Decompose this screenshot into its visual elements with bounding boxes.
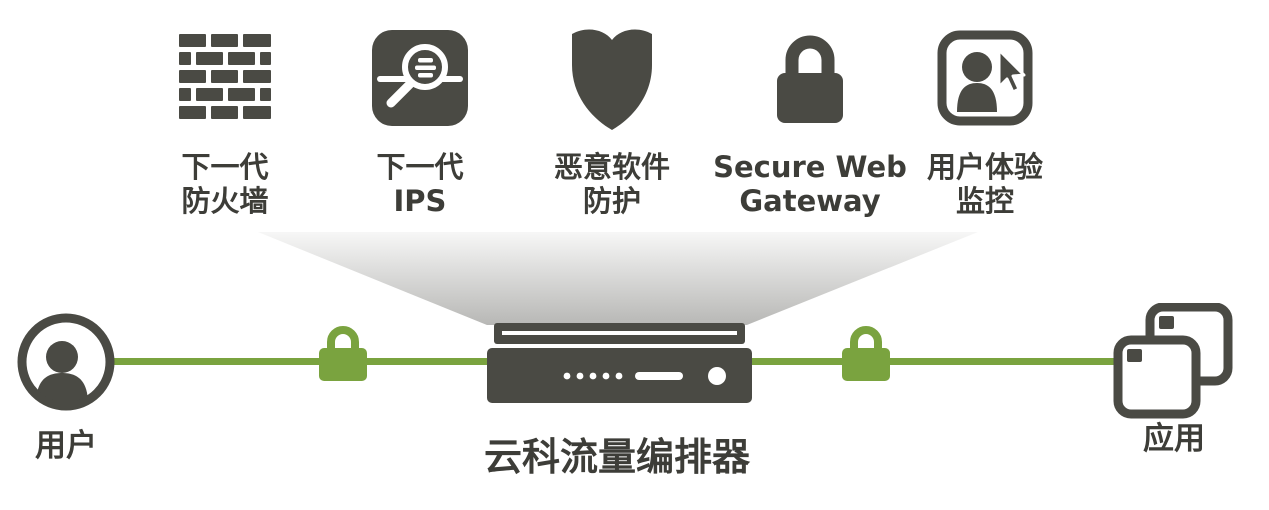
service-label-user-experience-monitoring: 用户体验 监控: [927, 150, 1043, 218]
service-malware-protection: 恶意软件 防护: [517, 16, 707, 218]
service-secure-web-gateway: Secure Web Gateway: [713, 16, 907, 218]
ips-magnifier-icon: [372, 16, 468, 140]
service-label-secure-web-gateway: Secure Web Gateway: [713, 150, 907, 218]
lock-right-icon: [836, 320, 896, 384]
stacked-windows-icon: [1113, 302, 1233, 419]
traffic-orchestrator-device-icon: [487, 323, 752, 403]
lock-icon: [762, 16, 858, 140]
label-line1: 下一代: [376, 150, 464, 184]
ips-inspect-icon: [372, 30, 468, 126]
funnel-shape: [258, 232, 978, 325]
firewall-icon: [179, 16, 271, 140]
label-line2: 防火墙: [181, 184, 269, 219]
shield-shape-icon: [572, 29, 652, 130]
label-line2: 监控: [955, 184, 1014, 219]
apps-icon: [1112, 302, 1234, 419]
label-line2: 防护: [582, 184, 641, 219]
user-experience-icon: [937, 16, 1033, 140]
user-icon: [16, 312, 116, 412]
label-line1: 恶意软件: [553, 150, 670, 184]
service-label-next-gen-ips: 下一代 IPS: [376, 150, 463, 218]
firewall-brick-icon: [179, 34, 271, 119]
label-line2: IPS: [393, 184, 447, 219]
service-label-malware-protection: 恶意软件 防护: [554, 150, 670, 218]
service-next-gen-ips: 下一代 IPS: [325, 16, 515, 218]
service-label-next-gen-firewall: 下一代 防火墙: [181, 150, 268, 218]
user-label: 用户: [35, 428, 97, 464]
appliance-label: 云科流量编排器: [483, 435, 750, 479]
service-next-gen-firewall: 下一代 防火墙: [130, 16, 320, 218]
label-line1: 用户体验: [926, 150, 1043, 184]
green-padlock-icon: [319, 326, 367, 381]
lock-left-icon: [313, 320, 373, 384]
label-line1: Secure Web: [713, 150, 907, 184]
service-user-experience-monitoring: 用户体验 监控: [890, 16, 1080, 218]
green-padlock-icon: [842, 326, 890, 381]
appliance-icon: [487, 321, 752, 403]
label-line2: Gateway: [739, 184, 881, 219]
user-avatar-circle-icon: [17, 313, 115, 411]
app-label: 应用: [1143, 421, 1205, 457]
shield-icon: [566, 16, 658, 140]
user-cursor-icon: [937, 30, 1033, 126]
padlock-icon: [777, 35, 843, 123]
label-line1: 下一代: [181, 150, 269, 184]
